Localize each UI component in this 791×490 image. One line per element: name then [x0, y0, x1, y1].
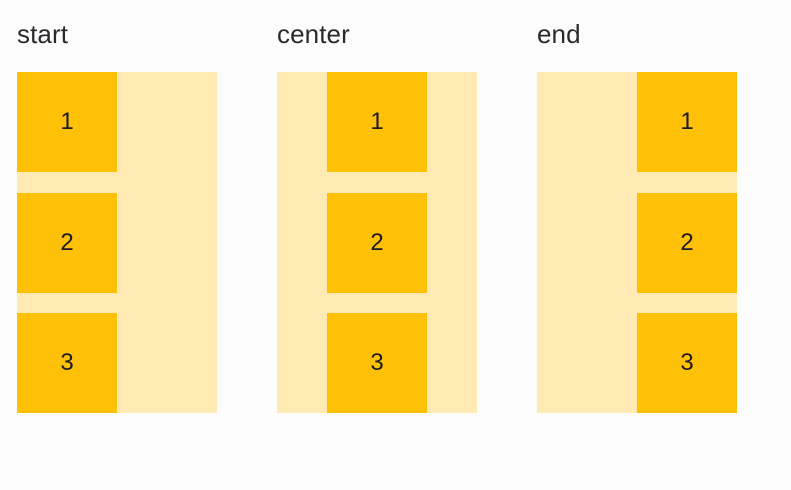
flex-container-end: 1 2 3 [537, 72, 737, 413]
flex-item: 1 [17, 72, 117, 172]
column-label-center: center [277, 19, 350, 49]
column-label-end: end [537, 19, 581, 49]
flex-item: 3 [17, 313, 117, 413]
flex-item: 3 [327, 313, 427, 413]
flex-item: 2 [17, 192, 117, 293]
column-label-start: start [17, 19, 69, 49]
flex-item: 1 [327, 72, 427, 172]
flex-item: 2 [637, 192, 737, 293]
flex-container-center: 1 2 3 [277, 72, 477, 413]
flex-item: 3 [637, 313, 737, 413]
flex-container-start: 1 2 3 [17, 72, 217, 413]
flex-item: 2 [327, 192, 427, 293]
flex-item: 1 [637, 72, 737, 172]
